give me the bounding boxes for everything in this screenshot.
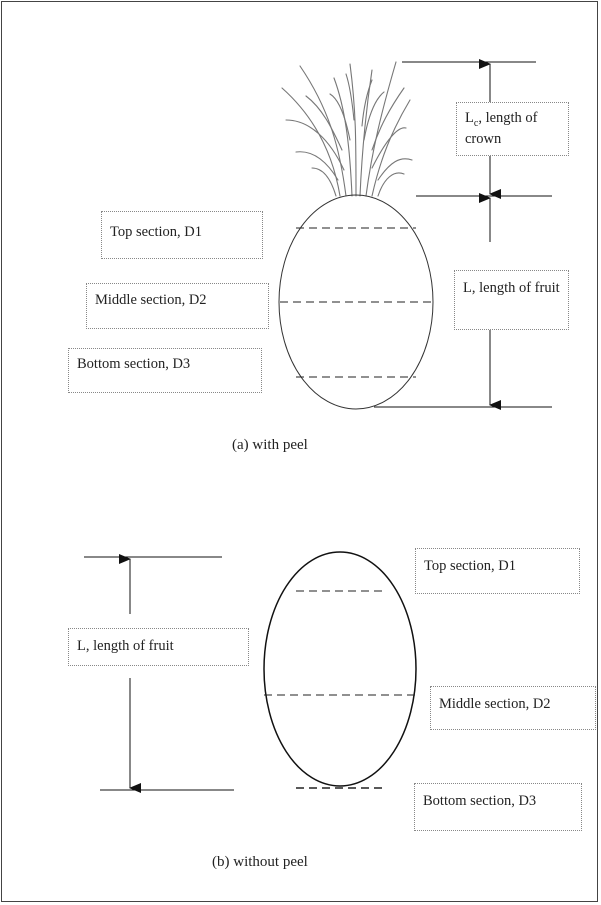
fruit-length-label-b: L, length of fruit	[68, 628, 249, 666]
fruit-length-dimension-b	[84, 554, 234, 793]
middle-section-label-b: Middle section, D2	[430, 686, 596, 730]
top-section-label-b: Top section, D1	[415, 548, 580, 594]
bottom-section-label-b: Bottom section, D3	[414, 783, 582, 831]
pineapple-crown	[281, 61, 413, 197]
crown-length-label: Lc, length of crown	[456, 102, 569, 156]
bottom-section-text: Bottom section, D3	[77, 356, 191, 372]
middle-section-text: Middle section, D2	[95, 292, 207, 308]
crown-length-subscript: c	[473, 117, 479, 129]
top-section-text-b: Top section, D1	[424, 558, 517, 574]
middle-section-text-b: Middle section, D2	[439, 696, 551, 712]
caption-with-peel: (a) with peel	[232, 437, 308, 453]
top-section-text: Top section, D1	[110, 224, 203, 240]
fruit-length-text: L, length of fruit	[463, 280, 560, 296]
fruit-length-text-b: L, length of fruit	[77, 638, 174, 654]
caption-without-peel: (b) without peel	[212, 854, 308, 870]
crown-length-text: , length of crown	[465, 110, 538, 148]
middle-section-label: Middle section, D2	[86, 283, 269, 329]
bottom-section-text-b: Bottom section, D3	[423, 793, 537, 809]
bottom-section-label: Bottom section, D3	[68, 348, 262, 393]
fruit-outline-without-peel	[263, 551, 417, 787]
fruit-length-dimension	[374, 193, 552, 410]
fruit-length-label: L, length of fruit	[454, 270, 569, 330]
crown-length-symbol: L	[465, 110, 474, 126]
fruit-outline-with-peel	[278, 194, 434, 410]
top-section-label: Top section, D1	[101, 211, 263, 259]
